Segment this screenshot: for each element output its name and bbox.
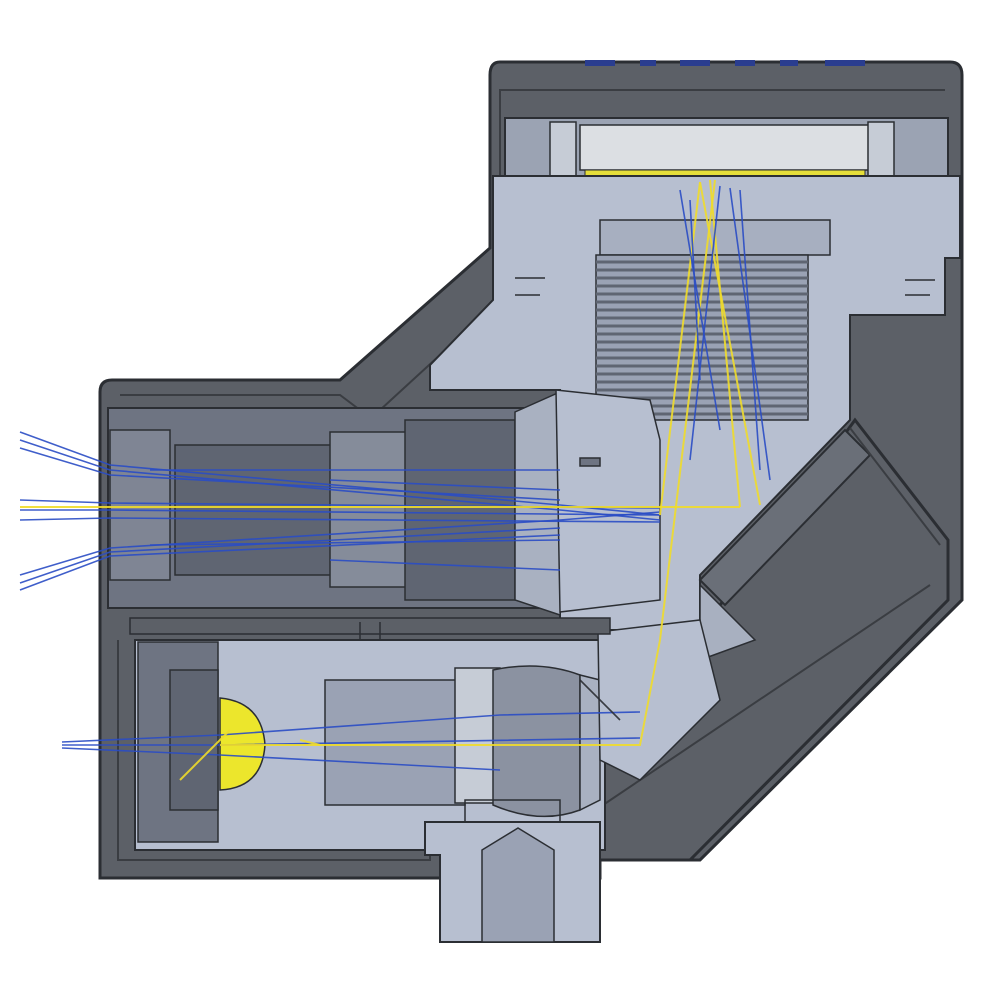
ray-blue xyxy=(729,187,771,481)
ray-yellow xyxy=(220,639,661,746)
port-flange xyxy=(425,799,600,823)
ray-blue xyxy=(20,509,661,516)
threaded-bore xyxy=(595,254,809,421)
detector-window xyxy=(504,117,949,213)
ray-yellow xyxy=(659,181,701,516)
top-marks xyxy=(585,60,865,66)
ray-yellow xyxy=(299,739,321,746)
ray-yellow xyxy=(659,179,716,641)
bottom-port xyxy=(424,799,601,943)
ray-blue xyxy=(689,185,721,461)
ray-blue xyxy=(19,517,661,523)
ray-blue xyxy=(19,527,561,584)
ray-blue xyxy=(329,559,561,571)
ray-blue xyxy=(19,431,661,516)
ray-blue xyxy=(329,479,561,491)
upper-lens-shell xyxy=(555,389,661,613)
upper-lens-group-3 xyxy=(404,419,516,601)
fastener-marks xyxy=(359,277,935,640)
ray-blue xyxy=(579,679,621,721)
ray-blue xyxy=(19,447,561,501)
ray-blue xyxy=(689,199,701,381)
ray-blue xyxy=(61,747,501,771)
ray-blue xyxy=(679,189,721,431)
ray-traces xyxy=(19,179,771,781)
port-pin xyxy=(481,827,555,943)
lower-eyepiece-inner xyxy=(169,669,219,811)
upper-lens-barrel xyxy=(107,389,661,616)
mirror-outline-line xyxy=(602,427,941,806)
ray-blue xyxy=(149,539,561,546)
window-glass xyxy=(579,124,871,171)
lower-divider-wall xyxy=(129,617,611,635)
ray-blue xyxy=(19,511,661,576)
lower-lens-element xyxy=(492,665,581,818)
ray-yellow xyxy=(699,181,761,506)
upper-entrance-ring xyxy=(109,429,171,581)
ray-yellow xyxy=(179,729,231,781)
ray-blue xyxy=(61,711,641,743)
upper-lens-group-1 xyxy=(174,444,336,576)
thread-body xyxy=(595,254,809,421)
lower-lens-collar xyxy=(579,674,601,812)
